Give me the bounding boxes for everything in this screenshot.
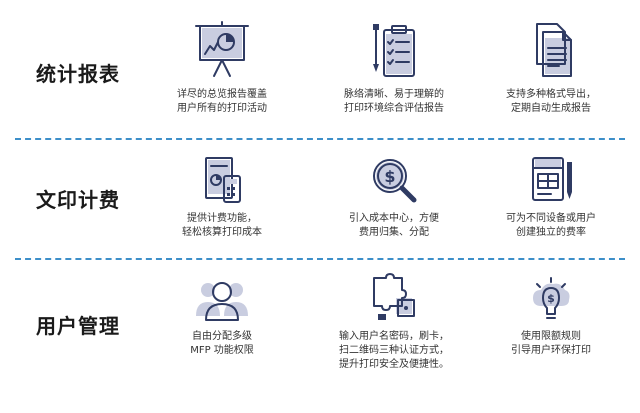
feature-desc: 输入用户名密码，刷卡， 扫二维码三种认证方式， 提升打印安全及便捷性。	[339, 331, 449, 370]
feature-cost-center: $ 引入成本中心，方便 费用归集、分配	[319, 154, 469, 240]
section-user-management: 用户管理 自由分配多级 MFP 功能权限 输入用户名密码，刷卡， 扫二维码三种认…	[0, 262, 640, 412]
feature-desc: 详尽的总览报告覆盖 用户所有的打印活动	[177, 89, 267, 114]
feature-authentication: 输入用户名密码，刷卡， 扫二维码三种认证方式， 提升打印安全及便捷性。	[319, 270, 469, 372]
clipboard-checklist-icon	[373, 24, 415, 77]
section-divider	[15, 138, 625, 140]
form-pencil-icon	[532, 157, 572, 201]
presentation-chart-icon	[195, 21, 249, 77]
svg-text:$: $	[547, 292, 555, 305]
svg-text:$: $	[384, 167, 395, 186]
section-divider	[15, 258, 625, 260]
feature-desc: 自由分配多级 MFP 功能权限	[190, 331, 254, 356]
feature-mfp-permissions: 自由分配多级 MFP 功能权限	[147, 276, 297, 358]
feature-cost-accounting: 提供计费功能， 轻松核算打印成本	[147, 154, 297, 240]
section-title-user-management: 用户管理	[36, 314, 120, 338]
lightbulb-dollar-icon: $	[533, 277, 570, 319]
dollar-magnifier-icon: $	[373, 159, 417, 203]
feature-desc: 支持多种格式导出， 定期自动生成报告	[506, 89, 596, 114]
feature-evaluation-report: 脉络清晰、易于理解的 打印环境综合评估报告	[319, 20, 469, 116]
puzzle-icon	[373, 273, 415, 320]
feature-overview-report: 详尽的总览报告覆盖 用户所有的打印活动	[147, 20, 297, 116]
feature-quota-rules: $ 使用限额规则 引导用户环保打印	[476, 276, 626, 358]
feature-desc: 引入成本中心，方便 费用归集、分配	[349, 213, 439, 238]
feature-desc: 脉络清晰、易于理解的 打印环境综合评估报告	[344, 89, 444, 114]
user-group-icon	[196, 282, 248, 321]
documents-stack-icon	[536, 23, 572, 77]
feature-desc: 使用限额规则 引导用户环保打印	[511, 331, 591, 356]
calculator-report-icon	[205, 157, 241, 203]
feature-desc: 可为不同设备或用户 创建独立的费率	[506, 213, 596, 238]
section-reports: 统计报表 详尽的总览报告覆盖 用户所有的打印活动	[0, 0, 640, 130]
section-title-reports: 统计报表	[36, 62, 120, 86]
section-billing: 文印计费 提供计费功能， 轻松核算打印成本 $ 引	[0, 140, 640, 255]
section-title-billing: 文印计费	[36, 188, 120, 212]
feature-rate-setting: 可为不同设备或用户 创建独立的费率	[476, 154, 626, 240]
feature-export-report: 支持多种格式导出， 定期自动生成报告	[476, 20, 626, 116]
feature-desc: 提供计费功能， 轻松核算打印成本	[182, 213, 262, 238]
